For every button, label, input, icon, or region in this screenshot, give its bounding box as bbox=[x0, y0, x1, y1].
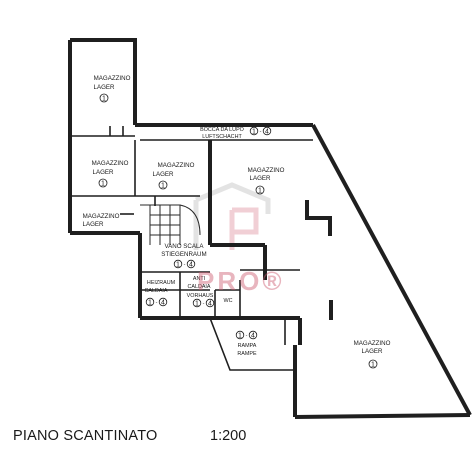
room-labels: MAGAZZINO LAGER 1 MAGAZZINO LAGER 1 MAGA… bbox=[83, 75, 391, 369]
room-magazzino-1: MAGAZZINO LAGER 1 bbox=[94, 75, 131, 103]
svg-text:4: 4 bbox=[251, 333, 255, 340]
svg-text:LAGER: LAGER bbox=[94, 84, 116, 91]
svg-text:CALDAIA: CALDAIA bbox=[144, 288, 167, 294]
floor-title: PIANO SCANTINATO bbox=[13, 428, 158, 444]
room-vorhaus: VORHAUS 1 - 4 bbox=[187, 293, 215, 308]
svg-text:LUFTSCHACHT: LUFTSCHACHT bbox=[202, 134, 242, 140]
scale-label: 1:200 bbox=[210, 428, 247, 444]
svg-text:4: 4 bbox=[189, 262, 193, 269]
room-anti-caldaia: ANTI CALDAIA bbox=[187, 276, 210, 290]
room-wc: WC bbox=[224, 298, 233, 304]
room-magazzino-2: MAGAZZINO LAGER 1 bbox=[92, 160, 129, 188]
svg-text:4: 4 bbox=[265, 129, 269, 136]
svg-text:1: 1 bbox=[161, 183, 165, 190]
room-magazzino-6: MAGAZZINO LAGER bbox=[83, 213, 120, 228]
outer-walls bbox=[68, 38, 472, 419]
svg-text:BOCCA DA LUPO: BOCCA DA LUPO bbox=[200, 127, 244, 133]
svg-text:MAGAZZINO: MAGAZZINO bbox=[83, 213, 120, 220]
svg-text:STIEGENRAUM: STIEGENRAUM bbox=[161, 251, 206, 258]
svg-text:-: - bbox=[246, 333, 248, 339]
svg-text:1: 1 bbox=[176, 262, 180, 269]
svg-text:MAGAZZINO: MAGAZZINO bbox=[94, 75, 131, 82]
svg-text:1: 1 bbox=[195, 301, 199, 308]
svg-text:MAGAZZINO: MAGAZZINO bbox=[158, 162, 195, 169]
svg-text:VORHAUS: VORHAUS bbox=[187, 293, 214, 299]
svg-text:LAGER: LAGER bbox=[93, 169, 115, 176]
svg-text:MAGAZZINO: MAGAZZINO bbox=[92, 160, 129, 167]
svg-text:LAGER: LAGER bbox=[250, 175, 272, 182]
staircase bbox=[140, 204, 201, 245]
svg-text:WC: WC bbox=[224, 298, 233, 304]
svg-text:CALDAIA: CALDAIA bbox=[187, 284, 210, 290]
svg-text:-: - bbox=[156, 300, 158, 306]
svg-text:LAGER: LAGER bbox=[153, 171, 175, 178]
room-vano-scala: VANO SCALA STIEGENRAUM 1 - 4 bbox=[161, 243, 206, 269]
svg-text:4: 4 bbox=[208, 301, 212, 308]
svg-text:1: 1 bbox=[148, 300, 152, 307]
svg-text:1: 1 bbox=[252, 129, 256, 136]
svg-text:RAMPA: RAMPA bbox=[238, 343, 257, 349]
watermark-logo bbox=[193, 182, 271, 250]
svg-text:1: 1 bbox=[238, 333, 242, 340]
room-magazzino-5: MAGAZZINO LAGER 1 bbox=[354, 340, 391, 369]
interior-partitions bbox=[70, 126, 333, 345]
svg-text:1: 1 bbox=[102, 96, 106, 103]
svg-text:LAGER: LAGER bbox=[362, 348, 384, 355]
svg-text:VANO SCALA: VANO SCALA bbox=[164, 243, 204, 250]
room-magazzino-4: MAGAZZINO LAGER 1 bbox=[248, 167, 285, 195]
room-magazzino-3: MAGAZZINO LAGER 1 bbox=[153, 162, 195, 190]
svg-text:MAGAZZINO: MAGAZZINO bbox=[248, 167, 285, 174]
svg-text:1: 1 bbox=[258, 188, 262, 195]
watermark-text: PRO® bbox=[197, 266, 285, 296]
svg-text:-: - bbox=[184, 262, 186, 268]
svg-text:LAGER: LAGER bbox=[83, 221, 105, 228]
svg-text:-: - bbox=[203, 301, 205, 307]
svg-text:MAGAZZINO: MAGAZZINO bbox=[354, 340, 391, 347]
room-rampa: 1 - 4 RAMPA RAMPE bbox=[235, 330, 258, 357]
svg-text:1: 1 bbox=[371, 362, 375, 369]
svg-text:HEIZRAUM: HEIZRAUM bbox=[147, 280, 176, 286]
room-heizraum: HEIZRAUM CALDAIA 1 - 4 bbox=[144, 280, 175, 307]
svg-text:4: 4 bbox=[161, 300, 165, 307]
svg-text:RAMPE: RAMPE bbox=[237, 351, 257, 357]
svg-text:-: - bbox=[260, 129, 262, 135]
svg-text:ANTI: ANTI bbox=[193, 276, 205, 282]
svg-text:1: 1 bbox=[101, 181, 105, 188]
room-bocca-lupo: BOCCA DA LUPO LUFTSCHACHT 1 - 4 bbox=[200, 126, 272, 140]
